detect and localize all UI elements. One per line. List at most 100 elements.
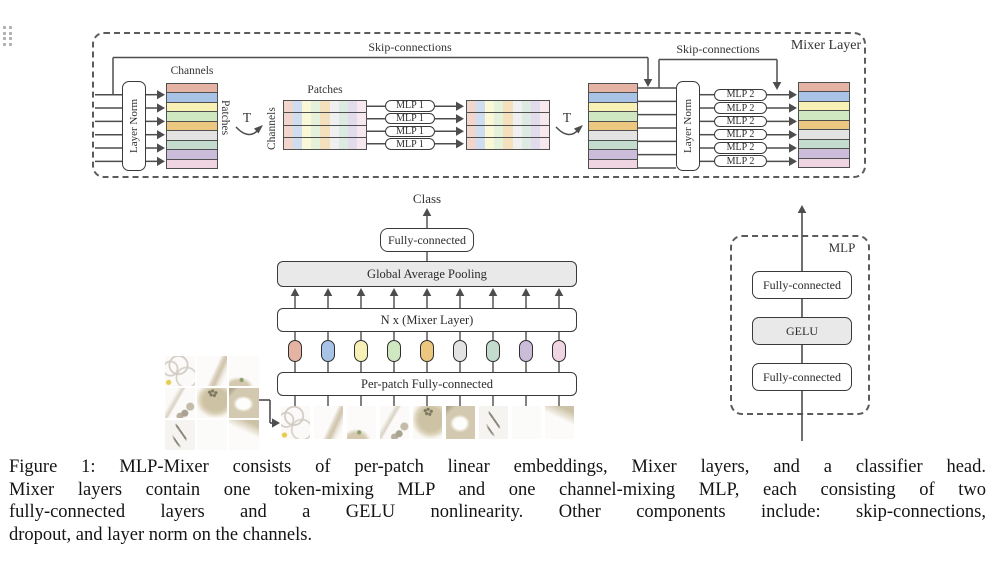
matrix-cell [356,113,366,125]
token-matrix-2 [466,100,550,150]
token-matrix-1 [283,100,367,150]
mlp-detail-border [730,235,870,415]
mlp-pill: MLP 2 [714,89,767,101]
mlp-pill: MLP 1 [385,112,435,125]
token-capsule [453,340,467,362]
matrix-row [283,136,367,150]
matrix-cell [476,125,486,137]
image-grid-cell [197,356,227,386]
caption-line: Figure 1: MLP-Mixer consists of per-patc… [9,457,986,477]
mlp-pill: MLP 1 [385,138,435,150]
matrix-cell [338,113,348,125]
matrix-cell [503,101,513,113]
image-grid-cell [165,420,195,450]
channel-row [588,158,638,169]
matrix-cell [356,101,366,113]
mlp-title: MLP [828,240,856,255]
matrix-row [283,124,367,138]
matrix-row [283,100,367,114]
matrix-cell [293,125,303,137]
matrix-cell [494,101,504,113]
image-patch [478,406,508,439]
image-grid-cell [197,420,227,450]
matrix-cell [494,137,504,149]
matrix-cell [467,137,477,149]
matrix-cell [467,101,477,113]
matrix-cell [293,113,303,125]
matrix-cell [293,137,303,149]
channels-stack-2 [588,83,638,169]
matrix-cell [539,113,549,125]
matrix-cell [329,125,339,137]
caption-line: fully-connected layers and a GELU nonlin… [9,502,986,523]
mlp-fc-bottom-box: Fully-connected [752,363,852,391]
mlp-pill: MLP 2 [714,142,767,154]
matrix-cell [284,137,294,149]
matrix-cell [485,125,495,137]
token-capsule [519,340,533,362]
matrix-cell [467,113,477,125]
token-capsule [552,340,566,362]
image-patch [511,406,541,439]
matrix-cell [284,101,294,113]
caption-line: Mixer layers contain one token-mixing ML… [9,479,986,500]
mixer-layer-title: Mixer Layer [790,38,862,53]
matrix-cell [476,113,486,125]
matrix-cell [302,113,312,125]
matrix-cell [539,125,549,137]
layer-norm-1-box: Layer Norm [122,81,146,171]
matrix-cell [485,101,495,113]
matrix-cell [521,137,531,149]
skip-connections-label-1: Skip-connections [368,40,452,54]
matrix-cell [338,101,348,113]
image-grid-cell [165,356,195,386]
image-patch [445,406,475,439]
matrix-cell [521,125,531,137]
matrix-cell [347,101,357,113]
matrix-cell [539,137,549,149]
matrix-cell [347,125,357,137]
channel-row [798,157,850,168]
token-capsule [420,340,434,362]
matrix-cell [521,113,531,125]
classifier-head-box: Fully-connected [380,228,474,252]
image-patch [346,406,376,439]
global-average-pooling-box: Global Average Pooling [277,261,577,287]
image-patch [412,406,442,439]
matrix-cell [512,137,522,149]
mlp-pill: MLP 2 [714,128,767,141]
image-grid-cell [229,356,259,386]
transpose-t-1: T [242,110,252,125]
matrix-cell [503,125,513,137]
image-patch [544,406,574,439]
channels-label-side: Channels [266,107,278,150]
matrix-cell [311,113,321,125]
mixer-layer-panel-border [92,32,866,178]
matrix-cell [329,101,339,113]
matrix-cell [530,101,540,113]
matrix-cell [539,101,549,113]
matrix-cell [356,137,366,149]
matrix-cell [356,125,366,137]
matrix-row [466,112,550,126]
matrix-cell [503,113,513,125]
matrix-cell [311,101,321,113]
matrix-cell [485,113,495,125]
mlp-pill: MLP 1 [385,100,435,112]
patches-label-top: Patches [307,84,343,96]
image-grid-cell [229,388,259,418]
per-patch-fc-box: Per-patch Fully-connected [277,372,577,396]
matrix-cell [530,125,540,137]
matrix-cell [530,113,540,125]
input-image-grid [165,356,259,450]
image-grid-cell [229,420,259,450]
matrix-cell [494,125,504,137]
mlp-pill: MLP 2 [714,102,767,114]
matrix-cell [521,101,531,113]
matrix-cell [302,137,312,149]
drag-handle-icon[interactable] [3,26,12,46]
matrix-cell [320,125,330,137]
token-capsule [486,340,500,362]
